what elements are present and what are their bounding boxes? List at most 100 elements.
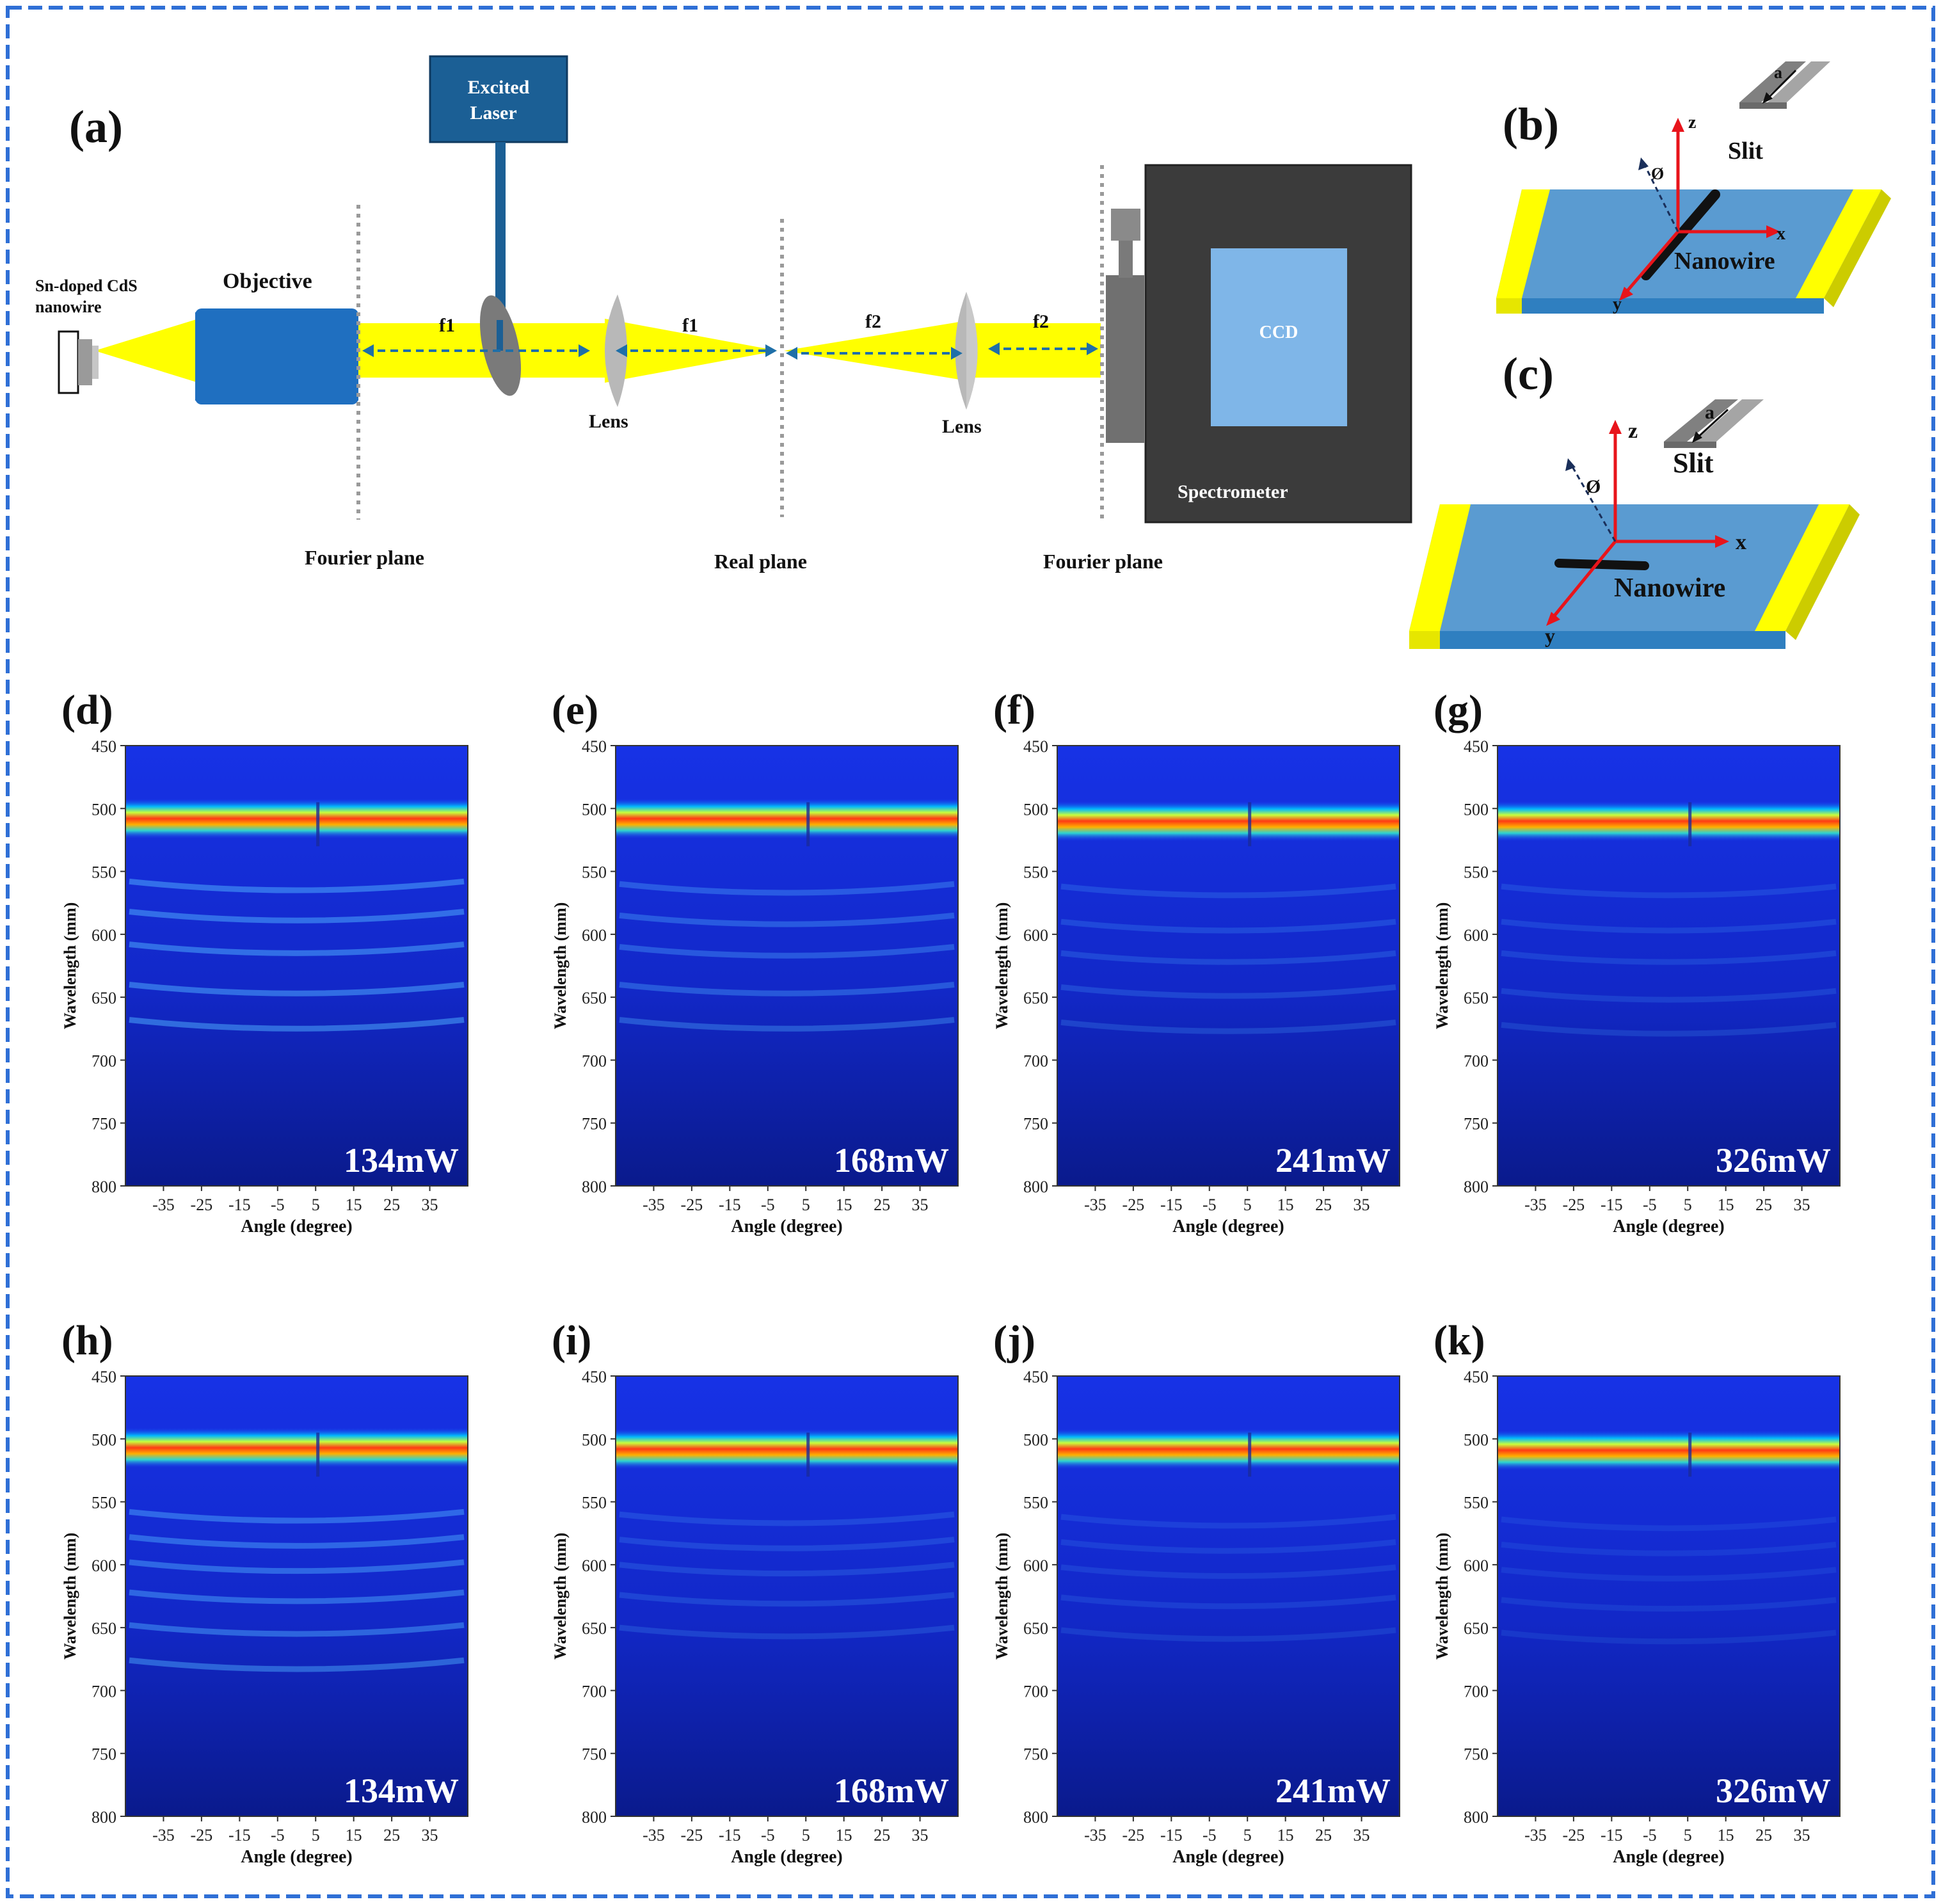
y-tick-label: 550	[1464, 863, 1489, 882]
y-tick-label: 800	[582, 1808, 607, 1827]
y-tick-label: 700	[582, 1682, 607, 1700]
focal-label-f1a: f1	[439, 315, 455, 336]
electrode-left-c	[1409, 504, 1471, 631]
electrode-left-front-c	[1409, 631, 1440, 649]
y-tick-label: 550	[582, 863, 607, 882]
slit-arrowhead-b	[1762, 92, 1773, 104]
panel-b-geometry: (b) z x y Ø Nanowire a Slit	[1496, 61, 1891, 314]
slit-arrow-c	[1695, 408, 1729, 440]
spectrometer-slit-post	[1119, 239, 1133, 278]
fringe	[619, 1592, 955, 1607]
y-axis-label: Wavelength (mm)	[61, 1533, 79, 1660]
slit-arrowhead-c	[1692, 431, 1702, 443]
axis-x-b: x	[1777, 224, 1785, 244]
x-tick-label: -5	[271, 1826, 285, 1844]
x-tick-label: -25	[1122, 1826, 1145, 1844]
power-label: 134mW	[344, 1141, 459, 1180]
x-tick-label: 25	[874, 1826, 890, 1844]
x-tick-label: 5	[1684, 1826, 1692, 1844]
slit-front-b	[1739, 102, 1787, 109]
power-label: 168mW	[834, 1772, 949, 1810]
y-tick-label: 450	[582, 737, 607, 756]
x-tick-label: -15	[719, 1196, 741, 1214]
x-tick-label: 25	[1315, 1826, 1332, 1844]
x-tick-label: -35	[643, 1196, 665, 1214]
y-tick-label: 550	[92, 1494, 116, 1512]
electrode-left-b	[1496, 189, 1550, 298]
x-tick-label: -15	[1160, 1826, 1183, 1844]
y-tick-label: 600	[582, 1556, 607, 1575]
slit-left-c	[1664, 399, 1738, 442]
y-tick-label: 750	[1464, 1745, 1489, 1764]
fringe	[1060, 918, 1396, 934]
center-line	[1688, 1432, 1692, 1477]
panel-label: (g)	[1434, 687, 1483, 733]
center-line	[1248, 802, 1252, 847]
x-tick-label: -25	[1563, 1196, 1585, 1214]
x-axis-label: Angle (degree)	[1613, 1847, 1724, 1867]
y-tick-label: 550	[92, 863, 116, 882]
center-line	[316, 1432, 320, 1477]
x-tick-label: -5	[1643, 1196, 1657, 1214]
x-tick-label: 15	[836, 1196, 852, 1214]
y-tick-label: 700	[92, 1052, 116, 1070]
slit-right-b	[1768, 61, 1830, 102]
y-tick-label: 750	[582, 1115, 607, 1133]
electrode-left-front-b	[1496, 298, 1522, 314]
power-label: 241mW	[1275, 1772, 1391, 1810]
x-tick-label: 15	[346, 1196, 362, 1214]
angle-vector-c	[1569, 463, 1617, 542]
x-tick-label: -15	[1601, 1196, 1623, 1214]
x-tick-label: -5	[1643, 1826, 1657, 1844]
slit-axis-c: a	[1705, 402, 1714, 423]
y-tick-label: 650	[1464, 1619, 1489, 1638]
fringe	[1501, 1567, 1837, 1581]
fringe	[619, 944, 955, 959]
focal-arrowheads	[362, 342, 1098, 360]
y-tick-label: 800	[1464, 1808, 1489, 1827]
real-plane-label: Real plane	[714, 550, 807, 573]
x-tick-label: 25	[1755, 1826, 1772, 1844]
x-tick-label: 5	[1684, 1196, 1692, 1214]
y-tick-label: 500	[582, 800, 607, 819]
angle-vector-arrow-c	[1565, 458, 1576, 471]
x-tick-label: -5	[761, 1826, 775, 1844]
y-tick-label: 750	[92, 1115, 116, 1133]
electrode-right-side-b	[1824, 189, 1891, 307]
electrode-right-side-c	[1785, 504, 1860, 640]
slit-arrow-b	[1765, 69, 1797, 101]
x-tick-label: 15	[1718, 1196, 1734, 1214]
center-line	[806, 802, 810, 847]
fringe	[619, 1017, 955, 1032]
panel-label: (j)	[993, 1317, 1035, 1364]
y-tick-label: 450	[92, 1368, 116, 1386]
y-tick-label: 450	[1464, 1368, 1489, 1386]
y-tick-label: 450	[1023, 1368, 1048, 1386]
y-tick-label: 600	[92, 1556, 116, 1575]
x-tick-label: -25	[191, 1826, 213, 1844]
y-tick-label: 800	[92, 1808, 116, 1827]
plot-frame	[615, 745, 959, 1187]
fringe	[129, 908, 465, 924]
x-tick-label: -25	[1122, 1196, 1145, 1214]
fringe	[129, 1657, 465, 1672]
power-label: 326mW	[1716, 1772, 1831, 1810]
emission-band	[1057, 1428, 1400, 1469]
y-tick-label: 700	[582, 1052, 607, 1070]
fringe	[1501, 1021, 1837, 1037]
x-tick-label: -15	[1601, 1826, 1623, 1844]
angle-vector-arrow-b	[1638, 157, 1649, 170]
x-axis-label: Angle (degree)	[241, 1847, 352, 1867]
y-tick-label: 500	[92, 800, 116, 819]
axis-z-c: z	[1628, 419, 1638, 443]
slit-label-c: Slit	[1673, 447, 1714, 479]
electrode-right-b	[1796, 189, 1881, 298]
y-tick-label: 600	[1023, 1556, 1048, 1575]
laser-beam-vertical	[495, 142, 506, 348]
fringe	[1060, 1594, 1396, 1610]
plot-frame	[125, 1375, 468, 1817]
